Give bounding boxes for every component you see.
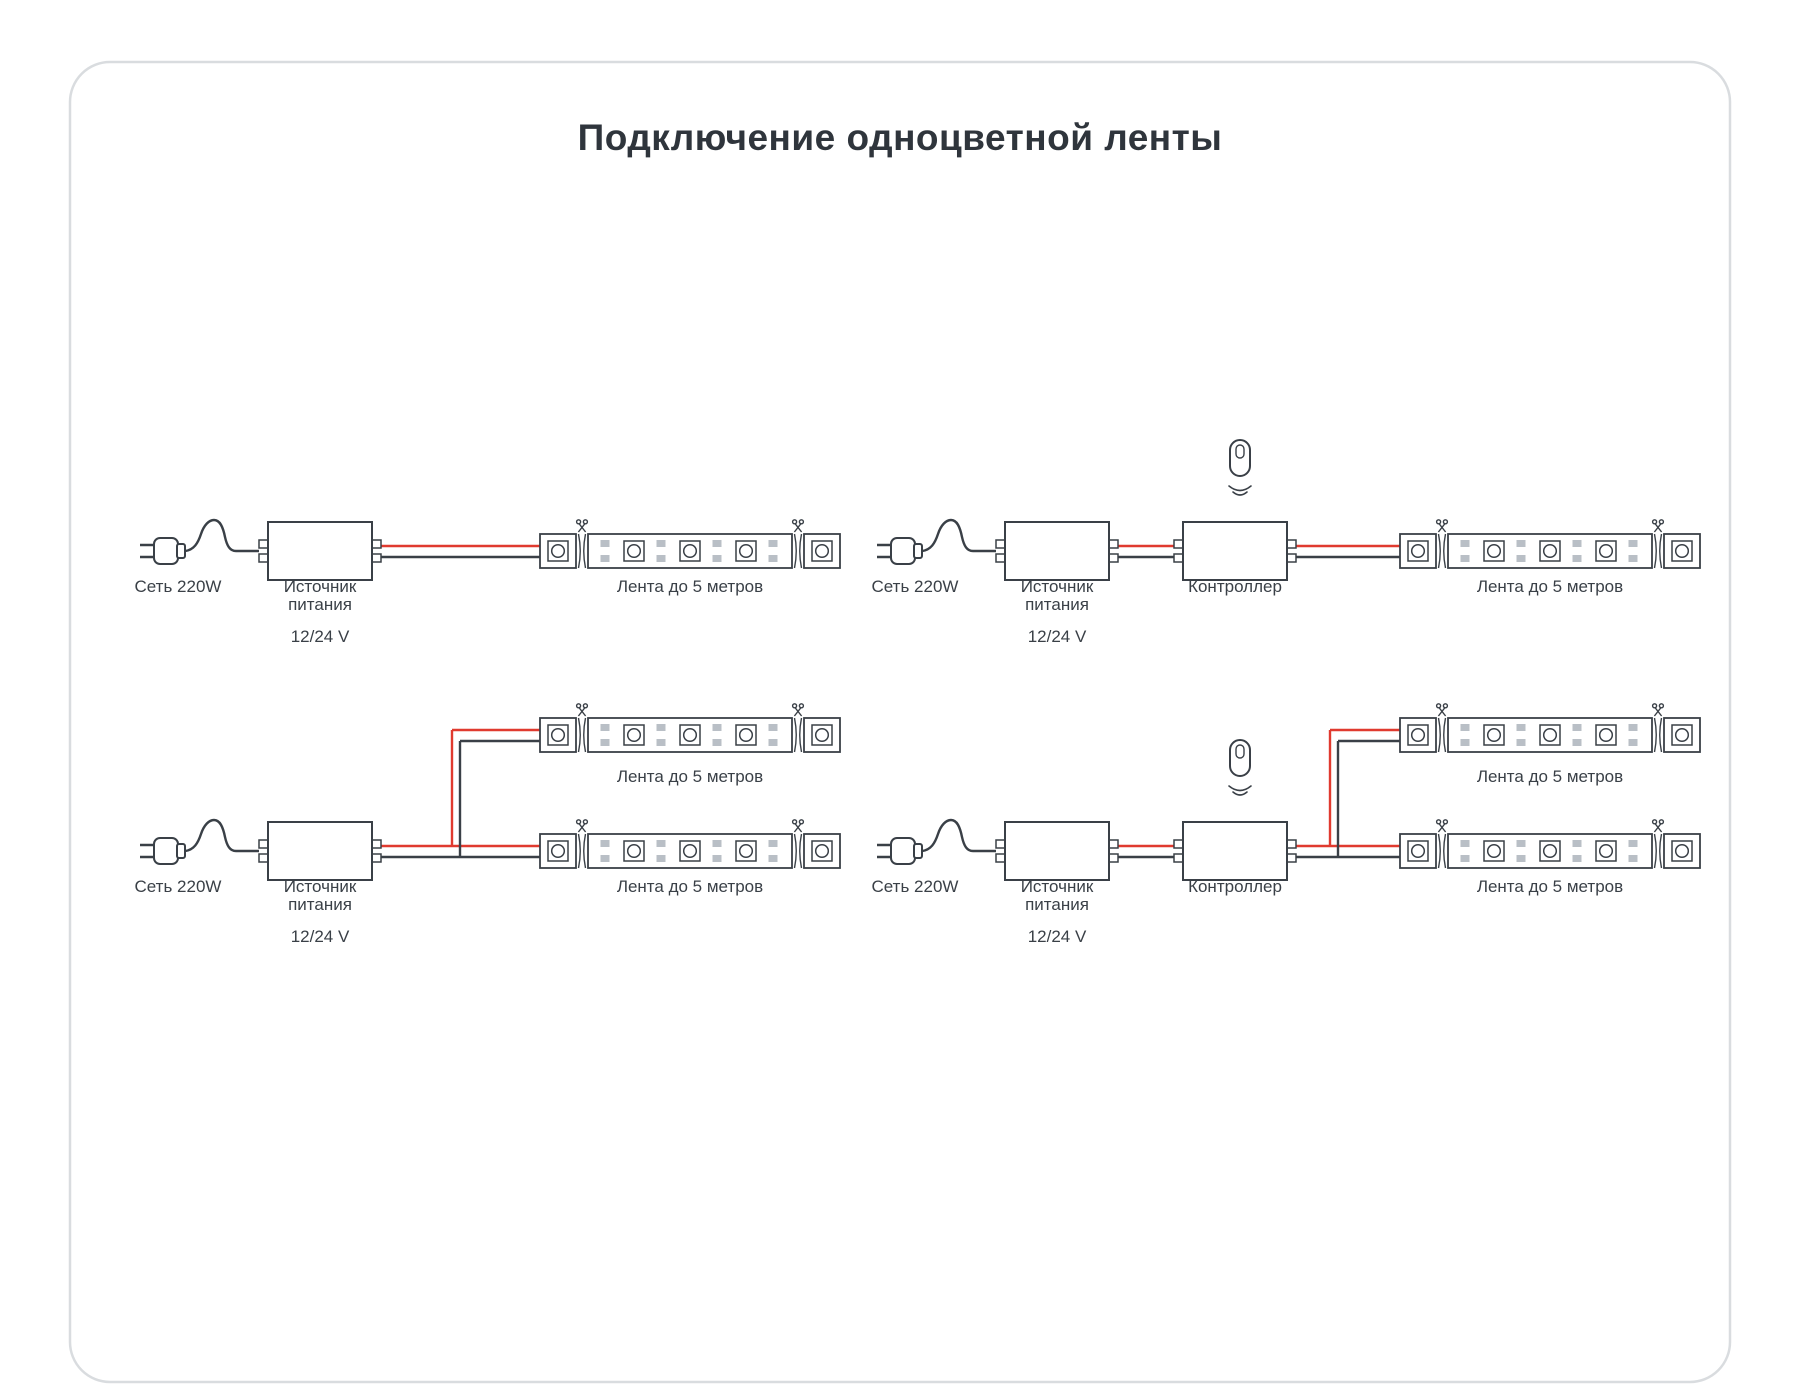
- led-strip-icon: [1400, 704, 1700, 752]
- mains-plug-icon: [875, 518, 998, 566]
- diagram-psu-two-strips: Лента до 5 метров Сеть 220W Источник пит…: [135, 704, 840, 946]
- led-strip-icon: [540, 820, 840, 868]
- power-supply-box: [258, 521, 382, 581]
- diagram-psu-controller-single-strip: Сеть 220W Источник питания 12/24 V Контр…: [872, 439, 1700, 646]
- wire-positive: [1118, 728, 1400, 848]
- strip-label: Лента до 5 метров: [1477, 767, 1623, 786]
- psu-label-line1: Источник: [284, 877, 357, 896]
- mains-plug-icon: [875, 818, 998, 866]
- psu-label-line2: питания: [288, 595, 352, 614]
- led-strip-icon: [540, 520, 840, 568]
- mains-label: Сеть 220W: [135, 877, 222, 896]
- psu-voltage-label: 12/24 V: [291, 927, 350, 946]
- strip-label: Лента до 5 метров: [1477, 877, 1623, 896]
- page-title: Подключение одноцветной ленты: [578, 117, 1223, 158]
- led-strip-icon: [1400, 820, 1700, 868]
- psu-voltage-label: 12/24 V: [1028, 627, 1087, 646]
- psu-label-line1: Источник: [284, 577, 357, 596]
- mains-label: Сеть 220W: [135, 577, 222, 596]
- psu-label-line1: Источник: [1021, 877, 1094, 896]
- led-strip-icon: [540, 704, 840, 752]
- remote-control-icon: [1228, 439, 1252, 496]
- mains-plug-icon: [138, 518, 261, 566]
- diagram-psu-controller-two-strips: Лента до 5 метров Сеть 220W Источник пит…: [872, 704, 1700, 946]
- psu-voltage-label: 12/24 V: [291, 627, 350, 646]
- mains-label: Сеть 220W: [872, 877, 959, 896]
- psu-label-line2: питания: [288, 895, 352, 914]
- strip-label: Лента до 5 метров: [617, 577, 763, 596]
- led-strip-icon: [1400, 520, 1700, 568]
- controller-box: [1173, 521, 1297, 581]
- mains-plug-icon: [138, 818, 261, 866]
- psu-label-line2: питания: [1025, 595, 1089, 614]
- page-border: [68, 60, 1732, 1384]
- psu-voltage-label: 12/24 V: [1028, 927, 1087, 946]
- wire-negative: [1118, 739, 1400, 859]
- mains-label: Сеть 220W: [872, 577, 959, 596]
- power-supply-box: [258, 821, 382, 881]
- strip-label: Лента до 5 метров: [1477, 577, 1623, 596]
- controller-box: [1173, 821, 1297, 881]
- strip-label: Лента до 5 метров: [617, 877, 763, 896]
- remote-control-icon: [1228, 739, 1252, 796]
- controller-label: Контроллер: [1188, 877, 1282, 896]
- strip-label: Лента до 5 метров: [617, 767, 763, 786]
- controller-label: Контроллер: [1188, 577, 1282, 596]
- psu-label-line1: Источник: [1021, 577, 1094, 596]
- power-supply-box: [995, 521, 1119, 581]
- power-supply-box: [995, 821, 1119, 881]
- wire-negative: [381, 739, 540, 859]
- psu-label-line2: питания: [1025, 895, 1089, 914]
- diagram-psu-single-strip: Сеть 220W Источник питания 12/24 V Лента…: [135, 518, 840, 646]
